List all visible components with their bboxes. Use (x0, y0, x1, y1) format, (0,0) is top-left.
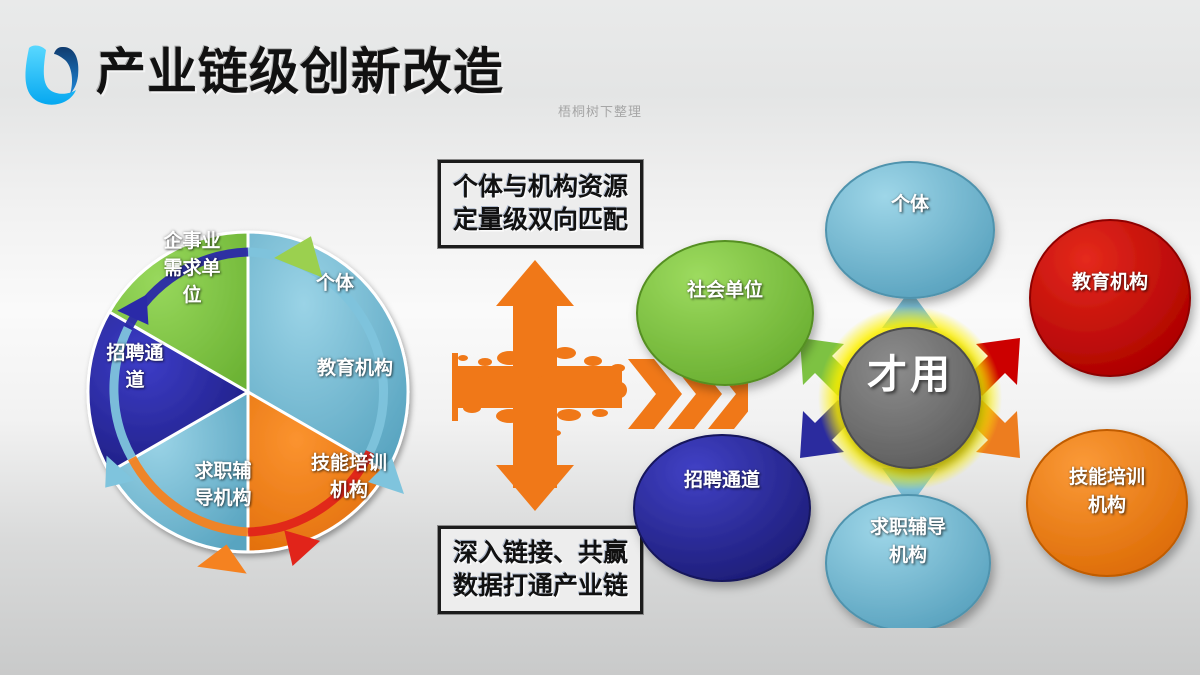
callout-bottom-text: 深入链接、共赢 数据打通产业链 (436, 525, 645, 615)
hub-node-education[interactable] (1029, 219, 1191, 377)
pie-segment-enterprise-demand[interactable] (107, 230, 250, 395)
hub-node-individual[interactable] (825, 161, 995, 299)
pie-segment-recruitment[interactable] (86, 309, 252, 475)
u-shape-logo-icon (25, 45, 79, 105)
hub-node-recruitment[interactable] (633, 434, 811, 582)
watermark-text: 梧桐树下整理 (558, 105, 643, 120)
callout-top-text: 个体与机构资源 定量级双向匹配 (436, 159, 645, 249)
industry-chain-wheel: 个体 教育机构 技能培训 机构 求职辅 导机构 招聘通 道 企事业 需求单 位 (52, 180, 452, 592)
pie-segment-individual[interactable] (246, 230, 410, 475)
hub-node-job-coaching[interactable] (825, 494, 991, 628)
page-title: 产业链级创新改造 (96, 43, 504, 101)
hub-node-skill-training[interactable] (1026, 429, 1188, 577)
hub-node-social-unit[interactable] (636, 240, 814, 386)
slide-header: 产业链级创新改造 梧桐树下整理 (0, 0, 1200, 120)
wheel-arrow-heads (105, 236, 404, 574)
talent-hub-diagram: 才用 个体 教育机构 技能培训 机构 求职辅导 机构 招聘通道 社会单位 (620, 138, 1200, 628)
hub-core-circle[interactable] (839, 327, 981, 469)
four-way-cross-arrow-icon (452, 258, 752, 513)
